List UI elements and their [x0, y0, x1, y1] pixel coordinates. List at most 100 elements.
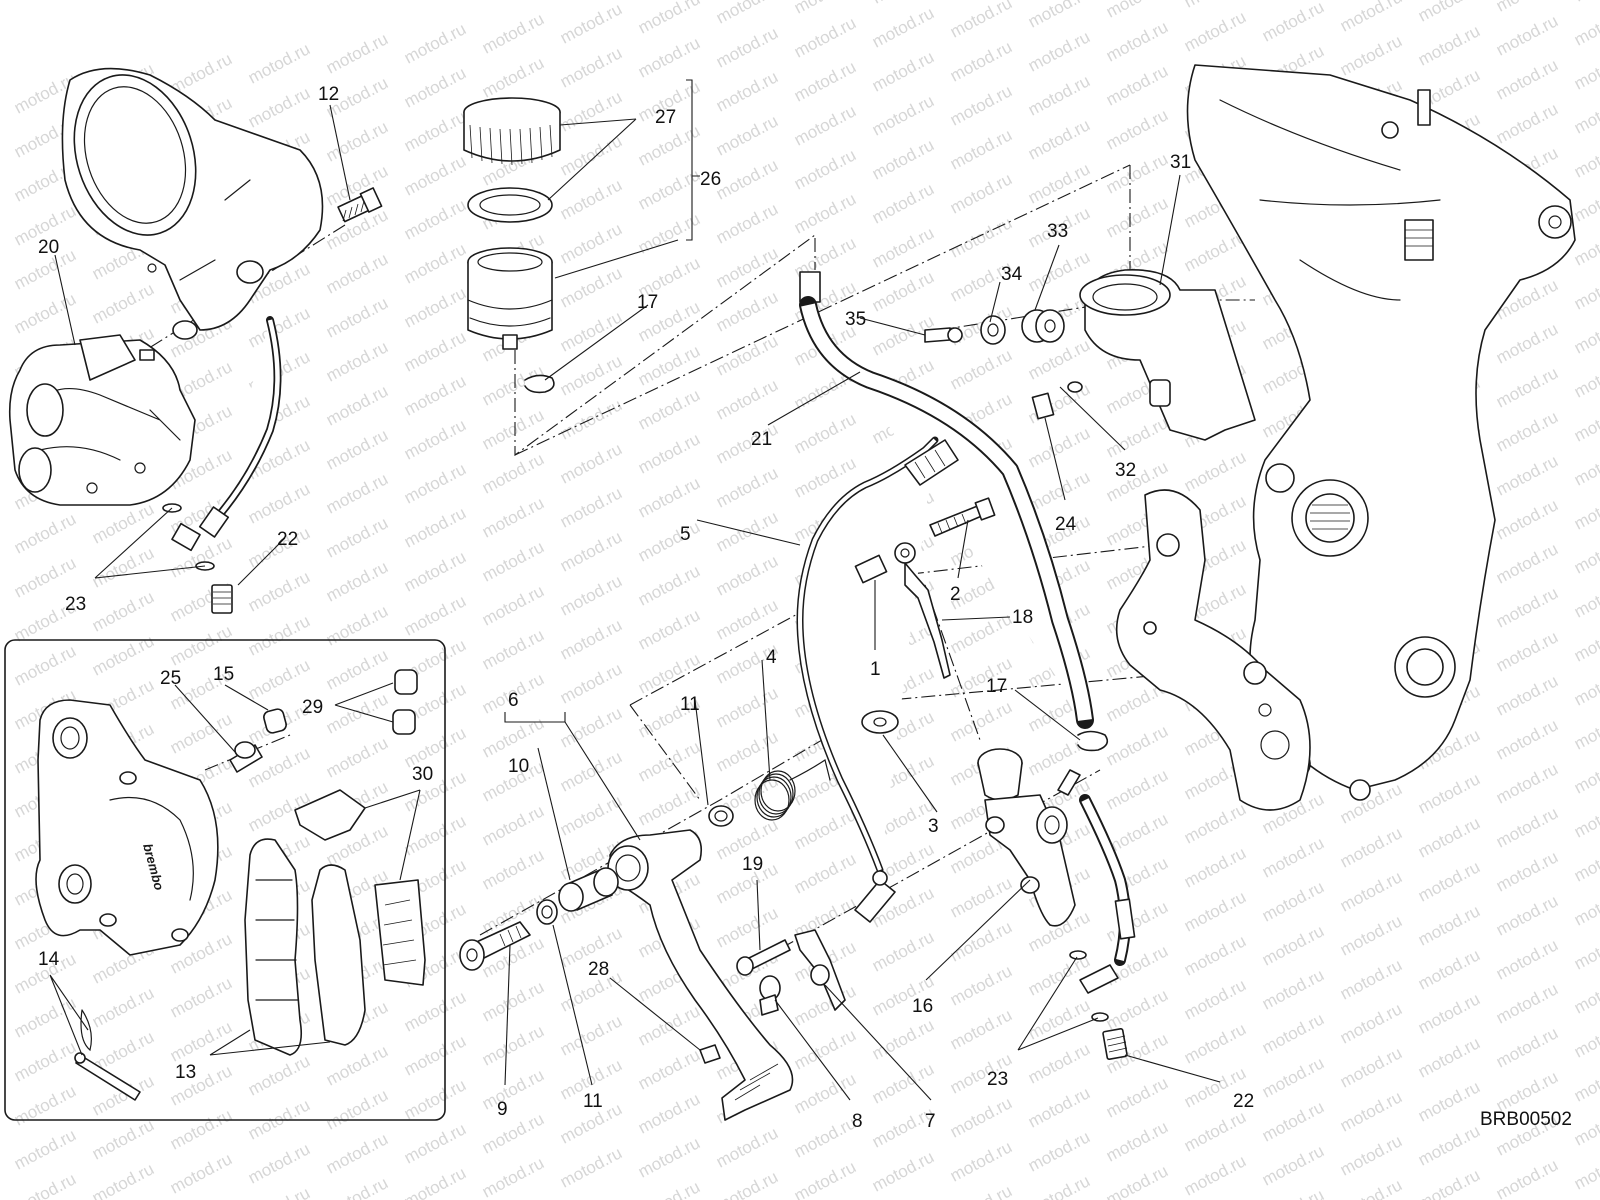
watermark-text: motod.ru: [1181, 1151, 1249, 1199]
watermark-text: motod.ru: [0, 695, 1, 743]
watermark-text: motod.ru: [1337, 955, 1405, 1003]
watermark-text: motod.ru: [1337, 1175, 1405, 1200]
callout-18: 18: [1012, 607, 1033, 628]
watermark-text: motod.ru: [1181, 843, 1249, 891]
rider-footrest-plate: [1115, 489, 1311, 811]
watermark-text: motod.ru: [1103, 61, 1171, 109]
watermark-text: motod.ru: [0, 519, 1, 567]
callout-19: 19: [742, 854, 763, 875]
watermark-text: motod.ru: [11, 1169, 79, 1200]
watermark-text: motod.ru: [323, 513, 391, 561]
watermark-text: motod.ru: [245, 303, 313, 351]
watermark-text: motod.ru: [1415, 1121, 1483, 1169]
callout-17-top: 17: [637, 292, 658, 313]
watermark-text: motod.ru: [1493, 979, 1561, 1027]
watermark-text: motod.ru: [1493, 407, 1561, 455]
callout-24: 24: [1055, 514, 1077, 535]
watermark-text: motod.ru: [557, 0, 625, 48]
watermark-text: motod.ru: [1025, 1171, 1093, 1200]
watermark-text: motod.ru: [1571, 89, 1600, 137]
watermark-text: motod.ru: [1259, 965, 1327, 1013]
watermark-text: motod.ru: [0, 783, 1, 831]
callout-22-right: 22: [1233, 1091, 1254, 1112]
watermark-text: motod.ru: [0, 1135, 1, 1183]
watermark-text: motod.ru: [167, 1017, 235, 1065]
callout-4: 4: [766, 647, 777, 668]
watermark-text: motod.ru: [1571, 1, 1600, 49]
watermark-text: motod.ru: [167, 1149, 235, 1197]
callout-31: 31: [1170, 152, 1191, 173]
watermark-text: motod.ru: [713, 375, 781, 423]
watermark-text: motod.ru: [1025, 71, 1093, 119]
watermark-text: motod.ru: [89, 543, 157, 591]
watermark-text: motod.ru: [401, 1163, 469, 1200]
watermark-text: motod.ru: [1571, 45, 1600, 93]
watermark-text: motod.ru: [713, 1123, 781, 1171]
pad-pin-and-clip: [74, 1009, 141, 1101]
watermark-text: motod.ru: [947, 1005, 1015, 1053]
watermark-text: motod.ru: [1103, 765, 1171, 813]
callout-29: 29: [302, 697, 323, 718]
watermark-text: motod.ru: [0, 475, 1, 523]
watermark-text: motod.ru: [11, 1125, 79, 1173]
watermark-text: motod.ru: [1103, 721, 1171, 769]
watermark-text: motod.ru: [713, 287, 781, 335]
watermark-text: motod.ru: [1025, 1083, 1093, 1131]
callout-2: 2: [950, 584, 961, 605]
callout-22-left: 22: [277, 529, 298, 550]
watermark-text: motod.ru: [167, 973, 235, 1021]
watermark-text: motod.ru: [1181, 1107, 1249, 1155]
callout-10: 10: [508, 756, 529, 777]
watermark-text: motod.ru: [401, 459, 469, 507]
watermark-text: motod.ru: [1415, 857, 1483, 905]
callout-21: 21: [751, 429, 772, 450]
watermark-text: motod.ru: [947, 1137, 1015, 1185]
watermark-text: motod.ru: [401, 327, 469, 375]
watermark-text: motod.ru: [11, 509, 79, 557]
watermark-text: motod.ru: [713, 331, 781, 379]
watermark-text: motod.ru: [1181, 799, 1249, 847]
linkage-fasteners: [699, 929, 846, 1064]
reservoir-bracket: [1079, 269, 1256, 441]
watermark-text: motod.ru: [401, 415, 469, 463]
watermark-text: motod.ru: [557, 1143, 625, 1191]
watermark-text: motod.ru: [947, 873, 1015, 921]
callout-1: 1: [870, 659, 881, 680]
watermark-text: motod.ru: [947, 961, 1015, 1009]
watermark-text: motod.ru: [323, 601, 391, 649]
watermark-text: motod.ru: [1493, 363, 1561, 411]
watermark-text: motod.ru: [479, 493, 547, 541]
frame-section: [1186, 64, 1576, 801]
watermark-text: motod.ru: [1571, 837, 1600, 885]
watermark-text: motod.ru: [1415, 989, 1483, 1037]
watermark-text: motod.ru: [869, 927, 937, 975]
watermark-text: motod.ru: [245, 1051, 313, 1099]
watermark-text: motod.ru: [1103, 193, 1171, 241]
leader-lines: [49, 79, 1221, 1101]
watermark-text: motod.ru: [1493, 847, 1561, 895]
watermark-text: motod.ru: [1493, 11, 1561, 59]
watermark-text: motod.ru: [1337, 999, 1405, 1047]
callout-20: 20: [38, 237, 59, 258]
watermark-text: motod.ru: [947, 697, 1015, 745]
watermark-text: motod.ru: [1493, 935, 1561, 983]
watermark-text: motod.ru: [557, 615, 625, 663]
brake-hose-rear: [1069, 794, 1136, 1061]
watermark-text: motod.ru: [167, 1105, 235, 1153]
watermark-text: motod.ru: [1025, 1039, 1093, 1087]
watermark-text: motod.ru: [479, 845, 547, 893]
watermark-text: motod.ru: [1493, 803, 1561, 851]
watermark-text: motod.ru: [1571, 485, 1600, 533]
callout-labels: 12 20 23 22 27 26 17 21 35 34 33 31 32 2…: [38, 84, 1254, 1132]
watermark-text: motod.ru: [1493, 671, 1561, 719]
watermark-text: motod.ru: [1259, 1097, 1327, 1145]
watermark-text: motod.ru: [1337, 1043, 1405, 1091]
watermark-text: motod.ru: [0, 827, 1, 875]
watermark-text: motod.ru: [323, 733, 391, 781]
watermark-text: motod.ru: [401, 283, 469, 331]
watermark-text: motod.ru: [323, 1173, 391, 1200]
watermark-text: motod.ru: [0, 255, 1, 303]
watermark-text: motod.ru: [0, 739, 1, 787]
watermark-text: motod.ru: [947, 609, 1015, 657]
